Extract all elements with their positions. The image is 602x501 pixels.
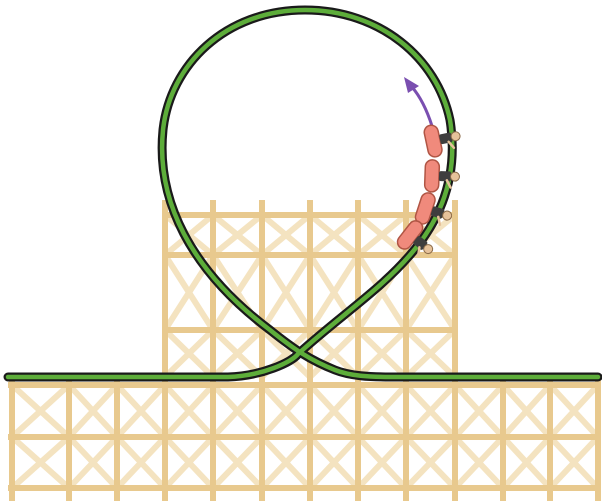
trestle-post	[259, 200, 265, 380]
trestle-crossbeam	[8, 485, 600, 491]
trestle-post	[355, 380, 361, 501]
trestle-post	[210, 380, 216, 501]
trestle-post	[9, 380, 15, 501]
trestle-post	[500, 380, 506, 501]
trestle-post	[452, 200, 458, 380]
trestle-post	[403, 380, 409, 501]
trestle-crossbeam	[162, 327, 458, 333]
trestle-post	[355, 200, 361, 380]
trestle-post	[595, 380, 601, 501]
trestle-post	[114, 380, 120, 501]
trestle-post	[452, 380, 458, 501]
trestle-crossbeam	[162, 212, 458, 218]
trestle-post	[307, 380, 313, 501]
trestle-post	[547, 380, 553, 501]
trestle-post	[162, 380, 168, 501]
trestle-post	[162, 200, 168, 380]
trestle-post	[66, 380, 72, 501]
trestle-crossbeam	[8, 434, 600, 440]
car-body	[424, 160, 439, 192]
rider-torso	[439, 171, 451, 181]
rider-head	[450, 172, 459, 181]
trestle-post	[210, 200, 216, 380]
trestle-post	[259, 380, 265, 501]
trestle-crossbeam	[8, 382, 600, 388]
